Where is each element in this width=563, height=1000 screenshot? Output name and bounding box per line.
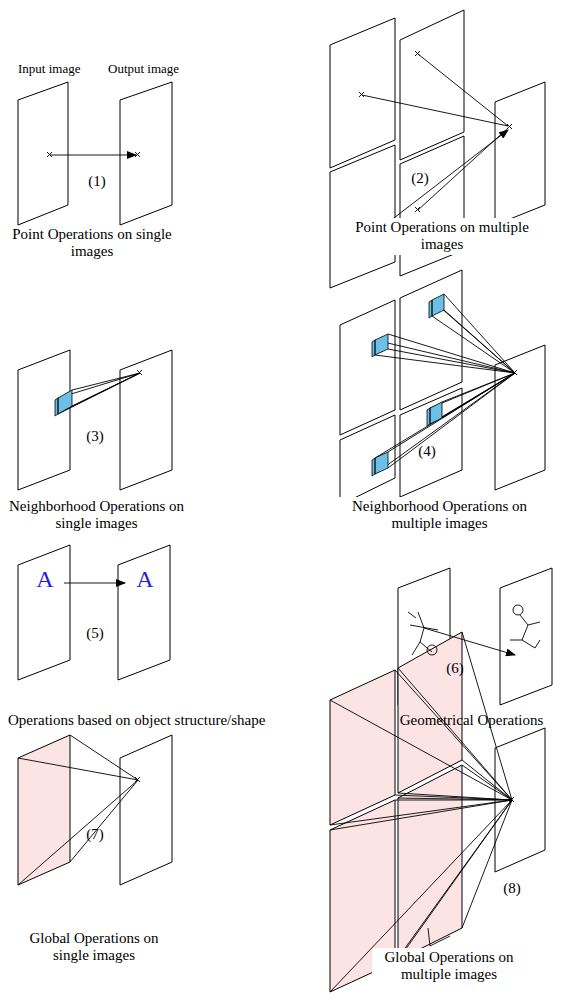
output-image [500,568,552,705]
panel-number: (3) [80,428,110,445]
input-image [330,670,395,825]
input-image [18,350,70,490]
pixel-mark [137,370,142,375]
output-image [495,82,545,225]
panel-caption: Neighborhood Operations on single images [4,498,189,533]
output-image [495,345,545,490]
stick-figure [510,615,540,648]
leader-line [428,928,450,946]
panel-caption: Global Operations on multiple images [372,948,526,985]
input-image [18,545,70,680]
input-image [330,145,395,288]
panel-caption: Neighborhood Operations on multiple imag… [325,497,554,534]
mapping-arrow [362,54,508,238]
panel-caption: Geometrical Operations [384,712,559,729]
panel-number: (4) [412,443,442,460]
neighborhood-patch [372,334,388,357]
panel-number: (6) [440,660,470,677]
global-line [330,632,512,992]
input-image [400,270,462,410]
panel-caption: Operations based on object structure/sha… [8,712,293,729]
pixel-mark [135,777,140,782]
image-label: Input image [18,62,108,77]
panel-number: (7) [80,826,110,843]
panel-number: (1) [82,173,112,190]
neighborhood-patch [429,294,444,318]
pixel-mark [509,797,514,802]
mapping-arrow [50,155,136,156]
output-image [118,545,170,680]
output-image [120,735,172,885]
neighborhood-line [375,294,515,474]
stick-figure-head [427,645,437,655]
stick-figure-head [513,605,523,615]
mapping-arrow [424,628,515,655]
letter-glyph: A [130,566,160,594]
input-image [18,82,68,225]
neighborhood-patch [55,390,72,416]
letter-glyph: A [30,566,60,594]
input-image [340,415,395,505]
input-image [340,300,395,435]
panel-caption: Global Operations on single images [14,930,174,965]
output-image [120,82,172,225]
neighborhood-patch [427,402,442,426]
image-label: Output image [108,62,208,77]
panel-caption: Point Operations on single images [12,226,172,261]
neighborhood-patch [372,452,388,476]
panel-number: (2) [405,170,435,187]
panel-caption: Point Operations on multiple images [345,218,539,255]
panel-number: (5) [80,625,110,642]
pixel-mark [512,370,517,375]
input-image [400,10,464,160]
pixel-mark [47,152,140,157]
pixel-mark [359,51,512,240]
global-line [18,735,138,885]
output-image [120,350,172,490]
panel-number: (8) [497,880,527,897]
input-image [400,388,462,497]
mapping-arrow [64,583,125,584]
stick-figure [408,612,438,655]
